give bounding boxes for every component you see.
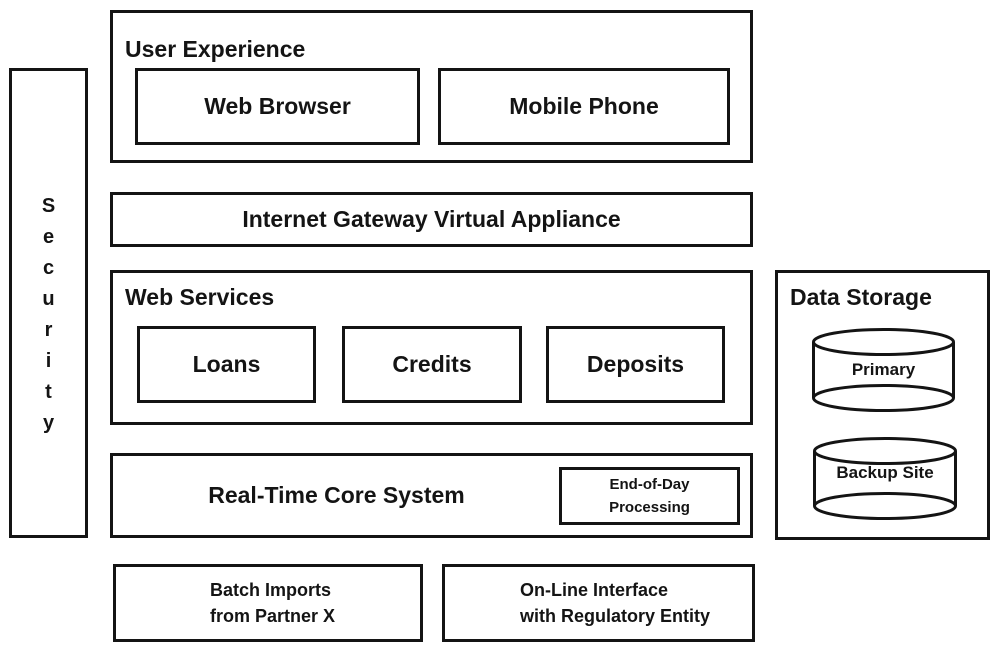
end-of-day-line1: End-of-Day bbox=[609, 476, 690, 493]
security-panel: S e c u r i t y bbox=[9, 68, 88, 538]
online-interface-box: On-Line Interface with Regulatory Entity bbox=[442, 564, 755, 642]
backup-cylinder-label: Backup Site bbox=[836, 463, 934, 482]
core-system-label: Real-Time Core System bbox=[208, 482, 465, 508]
credits-box: Credits bbox=[342, 326, 522, 403]
security-letter: y bbox=[42, 412, 55, 434]
batch-imports-box: Batch Imports from Partner X bbox=[113, 564, 423, 642]
end-of-day-box: End-of-Day Processing bbox=[559, 467, 740, 525]
batch-imports-line2: from Partner X bbox=[210, 606, 336, 626]
user-experience-title: User Experience bbox=[125, 36, 306, 62]
online-interface-line1: On-Line Interface bbox=[520, 580, 669, 600]
user-experience-box: User Experience Web Browser Mobile Phone bbox=[110, 10, 753, 163]
database-cylinder-icon bbox=[813, 437, 957, 520]
security-letter: t bbox=[45, 381, 52, 403]
security-letter: u bbox=[42, 288, 55, 310]
security-letter: c bbox=[42, 257, 55, 279]
internet-gateway-box: Internet Gateway Virtual Appliance bbox=[110, 192, 753, 247]
data-storage-title: Data Storage bbox=[790, 284, 932, 310]
security-letter: S bbox=[41, 195, 56, 217]
deposits-box: Deposits bbox=[546, 326, 725, 403]
security-letter: i bbox=[45, 350, 52, 372]
batch-imports-line1: Batch Imports bbox=[210, 580, 332, 600]
primary-cylinder-label: Primary bbox=[851, 360, 916, 379]
loans-box: Loans bbox=[137, 326, 316, 403]
security-letter: e bbox=[42, 226, 55, 248]
data-storage-box: Data Storage Primary Backup Site bbox=[775, 270, 990, 540]
core-system-box: Real-Time Core System End-of-Day Process… bbox=[110, 453, 753, 538]
security-letter: r bbox=[44, 319, 53, 341]
end-of-day-line2: Processing bbox=[609, 499, 690, 516]
web-browser-box: Web Browser bbox=[135, 68, 420, 145]
web-services-box: Web Services Loans Credits Deposits bbox=[110, 270, 753, 425]
mobile-phone-box: Mobile Phone bbox=[438, 68, 730, 145]
database-cylinder-icon bbox=[812, 328, 955, 412]
online-interface-line2: with Regulatory Entity bbox=[520, 606, 711, 626]
web-services-title: Web Services bbox=[125, 284, 275, 310]
